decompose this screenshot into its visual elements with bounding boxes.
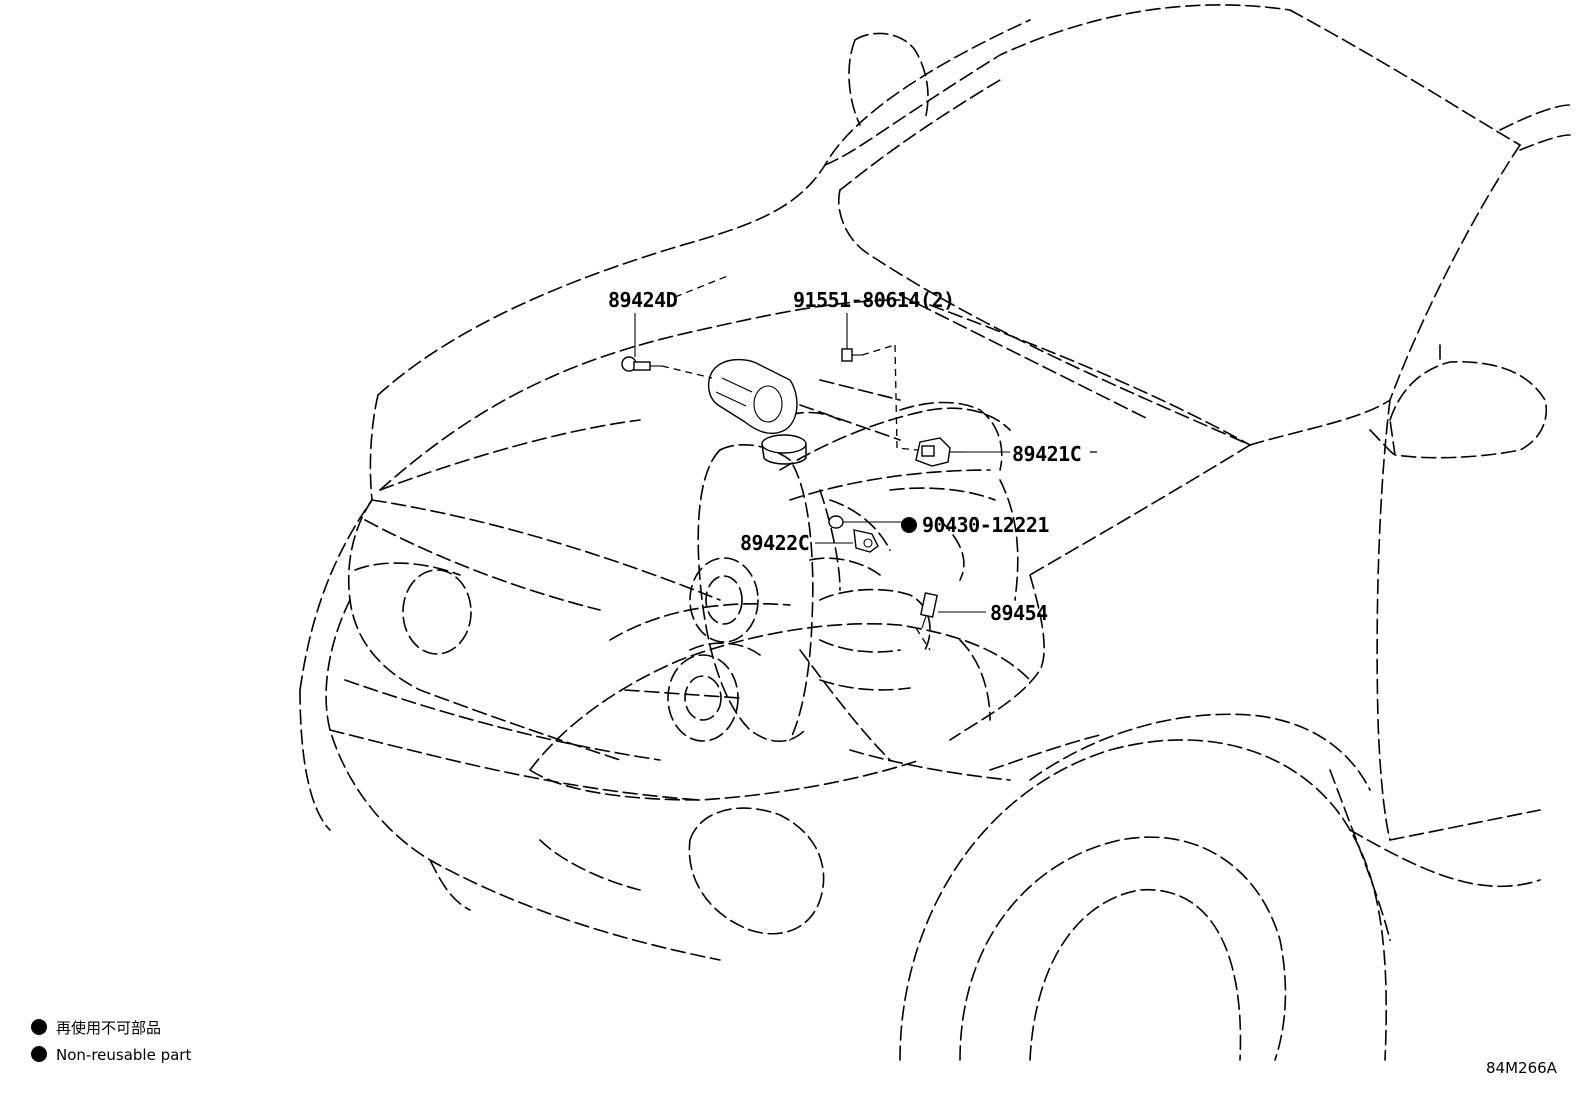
intake-components — [707, 358, 807, 465]
gasket-90430-icon — [828, 515, 844, 529]
bolt-91551-icon — [841, 348, 862, 362]
callout-91551-80614: 91551-80614(2) — [793, 288, 955, 312]
callout-89454: 89454 — [990, 601, 1048, 625]
legend-bullet-icon — [31, 1046, 47, 1062]
callout-90430-12221: 90430-12221 — [922, 513, 1049, 537]
callout-89421c: 89421C — [1012, 442, 1081, 466]
engine-outline — [624, 379, 1011, 742]
legend-line-english: Non-reusable part — [56, 1046, 191, 1064]
legend-bullet-icon — [31, 1019, 47, 1035]
sensor-89424d-icon — [621, 356, 662, 372]
callout-89422c: 89422C — [740, 531, 809, 555]
sensor-89454-icon — [920, 592, 938, 629]
sensor-89421c-icon — [915, 437, 962, 467]
drawing-code: 84M266A — [1486, 1059, 1558, 1077]
legend: 再使用不可部品 Non-reusable part — [31, 1019, 191, 1064]
legend-line-japanese: 再使用不可部品 — [56, 1019, 161, 1037]
non-reusable-mark-icon — [901, 517, 917, 533]
leader-lines — [634, 274, 1098, 651]
callout-labels: 89424D 91551-80614(2) 89421C 90430-12221… — [608, 288, 1082, 625]
callout-89424d: 89424D — [608, 288, 678, 312]
sensor-89422c-icon — [853, 529, 879, 553]
vehicle-outline — [299, 4, 1571, 1061]
